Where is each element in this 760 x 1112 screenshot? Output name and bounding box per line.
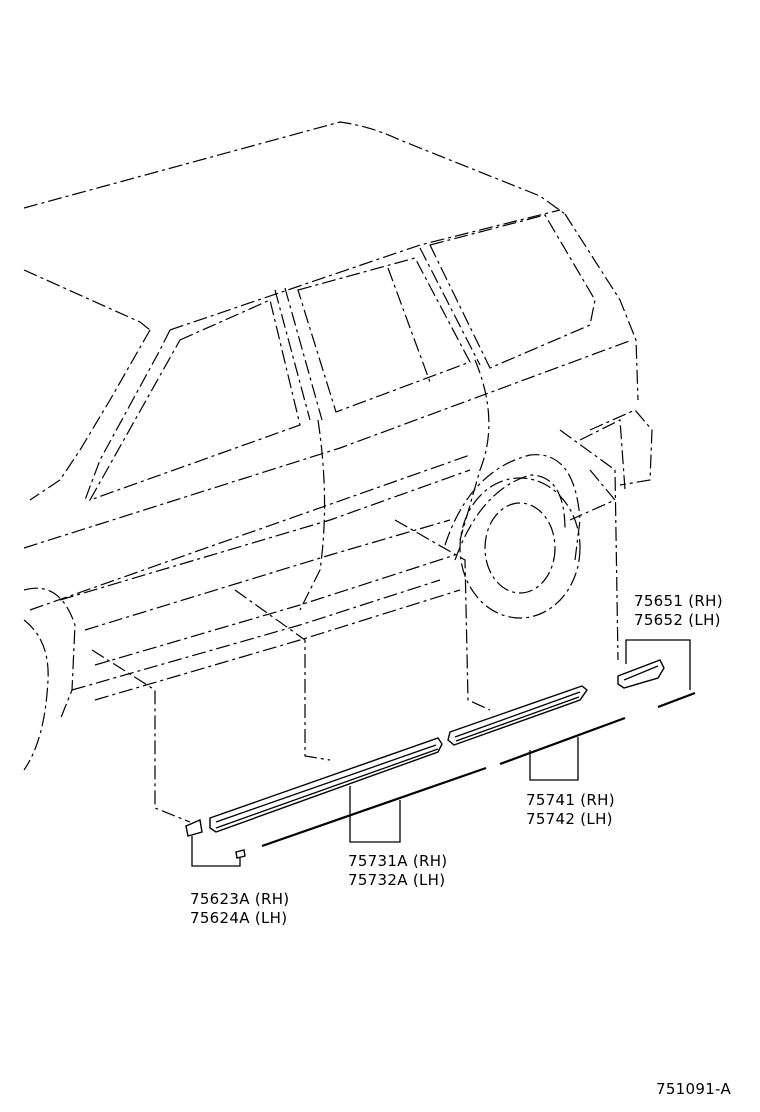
rear-door-moulding-lh-label: 75742 (LH) [526, 810, 613, 828]
leader-lines [91, 429, 619, 823]
rear-door-moulding-part [447, 685, 626, 766]
callout-brackets [191, 639, 691, 867]
rear-door-moulding-rh-label: 75741 (RH) [526, 791, 615, 809]
figure-code: 751091-A [656, 1080, 731, 1098]
vehicle-outline [23, 121, 653, 771]
rear-ornament-part [617, 659, 696, 709]
front-ornament-part [185, 819, 246, 859]
front-door-moulding-lh-label: 75732A (LH) [348, 871, 445, 889]
callout-labels: 75651 (RH) 75652 (LH) 75741 (RH) 75742 (… [190, 592, 731, 1098]
front-door-moulding-part [209, 737, 487, 848]
rear-ornament-lh-label: 75652 (LH) [634, 611, 721, 629]
front-ornament-lh-label: 75624A (LH) [190, 909, 287, 927]
rear-ornament-rh-label: 75651 (RH) [634, 592, 723, 610]
front-door-moulding-rh-label: 75731A (RH) [348, 852, 447, 870]
front-ornament-rh-label: 75623A (RH) [190, 890, 289, 908]
